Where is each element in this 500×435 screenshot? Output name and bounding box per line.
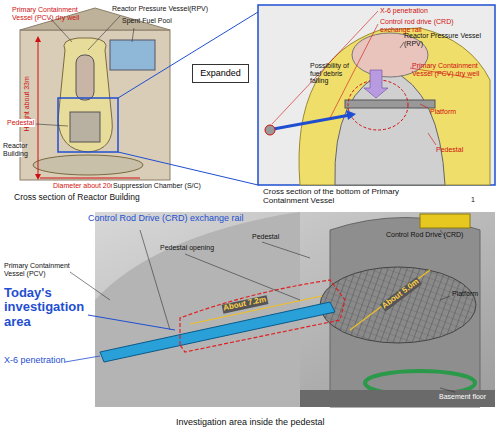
- part-label: Primary Containment Vessel (PCV): [4, 262, 74, 277]
- expanded-box: Expanded: [192, 64, 249, 83]
- part-label: Control Rod Drive (CRD) exchange rail: [88, 214, 244, 224]
- part-label: Control rod drive (CRD) exchange rail: [380, 18, 470, 33]
- part-label: Cross section of the bottom of Primary C…: [262, 188, 434, 206]
- part-label: X-6 penetration: [4, 356, 66, 366]
- part-label: Pedestal: [6, 119, 35, 127]
- part-label: Primary Containment Vessel (PCV) dry wel…: [12, 6, 82, 21]
- part-label: Pedestal opening: [160, 244, 214, 252]
- pedestal-3d-view: [65, 212, 495, 407]
- part-label: Pedestal: [252, 233, 279, 241]
- part-label: X-6 penetration: [380, 7, 428, 15]
- part-label: Diameter about 20m: [52, 182, 117, 190]
- part-label: Cross section of Reactor Building: [14, 193, 140, 202]
- part-label: Spent Fuel Pool: [122, 17, 172, 25]
- part-label: Platform: [452, 290, 478, 298]
- pcv-bottom-section: [258, 5, 495, 185]
- part-label: Platform: [430, 108, 456, 116]
- reactor-building-section: [20, 8, 170, 180]
- box-text: Expanded: [199, 68, 242, 78]
- part-label: Today's investigation area: [4, 286, 94, 329]
- part-label: Reactor Building: [2, 142, 22, 157]
- part-label: Investigation area inside the pedestal: [176, 418, 325, 428]
- part-label: Reactor Pressure Vessel(RPV): [112, 5, 208, 13]
- part-label: 1: [470, 196, 476, 204]
- part-label: Pedestal: [436, 146, 463, 154]
- part-label: Possibility of fuel debris falling: [310, 62, 360, 85]
- part-label: Control Rod Drive (CRD): [386, 231, 463, 239]
- part-label: Primary Containment Vessel (PCV) dry wel…: [412, 62, 492, 77]
- part-label: Basement floor: [438, 393, 487, 401]
- part-label: Suppression Chamber (S/C): [112, 182, 202, 190]
- part-label: Reactor Pressure Vessel (RPV): [404, 32, 489, 47]
